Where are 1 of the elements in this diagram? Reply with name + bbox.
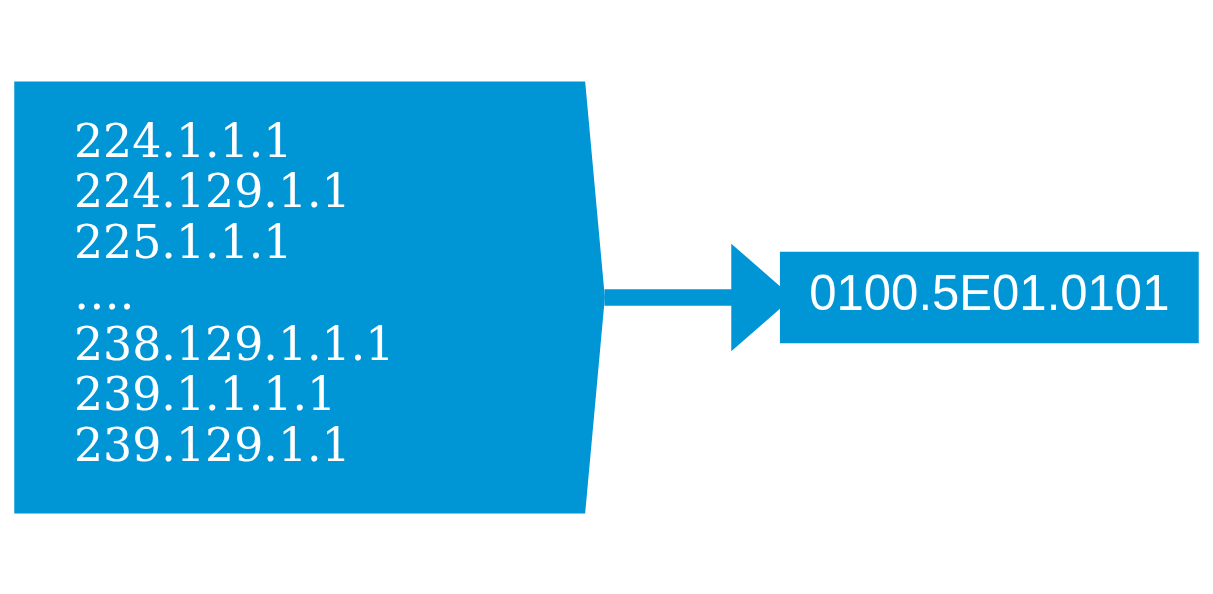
node-box: 0100.5E01.0101 — [779, 251, 1199, 343]
